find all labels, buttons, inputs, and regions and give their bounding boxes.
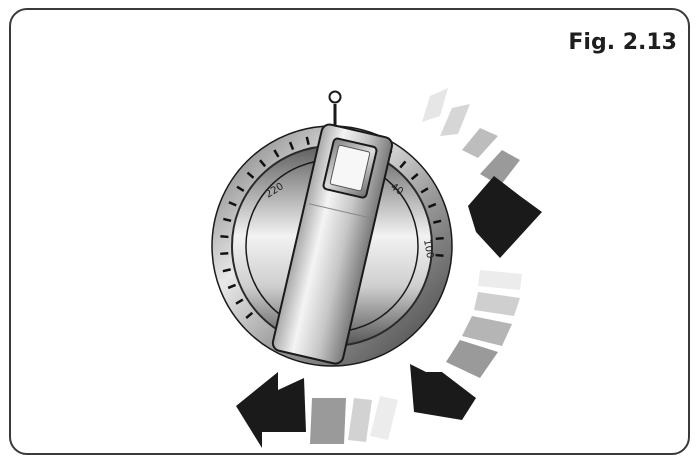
- scale-label-100: 100: [421, 239, 435, 260]
- clockwise-arrow-lower-icon: [410, 364, 476, 420]
- scale-tick: [236, 185, 245, 192]
- knob-handle[interactable]: [271, 123, 394, 365]
- scale-tick: [246, 171, 255, 179]
- bottom-rotation-band: [310, 396, 398, 444]
- scale-tick: [227, 283, 237, 290]
- scale-tick: [399, 160, 407, 169]
- scale-tick: [410, 173, 419, 181]
- counterclockwise-arrow-icon: [236, 372, 306, 448]
- scale-tick: [245, 311, 254, 319]
- scale-tick: [223, 217, 232, 223]
- scale-tick: [433, 219, 442, 224]
- scale-tick: [259, 159, 267, 168]
- figure-label: Fig. 2.13: [568, 30, 677, 55]
- clockwise-arrow-icon: [468, 176, 542, 258]
- scale-tick: [220, 252, 229, 256]
- scale-tick: [273, 149, 280, 158]
- scale-tick: [305, 136, 310, 145]
- scale-ticks: [220, 134, 444, 319]
- scale-tick: [235, 298, 244, 305]
- scale-tick: [435, 253, 444, 258]
- right-rotation-band: [446, 270, 522, 378]
- scale-tick: [222, 268, 231, 273]
- scale-tick: [435, 236, 444, 240]
- upper-rotation-band: [422, 88, 520, 186]
- scale-tick: [220, 234, 229, 239]
- scale-tick: [288, 141, 295, 151]
- scale-tick: [228, 201, 237, 207]
- scale-tick: [420, 187, 429, 194]
- scale-tick: [427, 202, 437, 209]
